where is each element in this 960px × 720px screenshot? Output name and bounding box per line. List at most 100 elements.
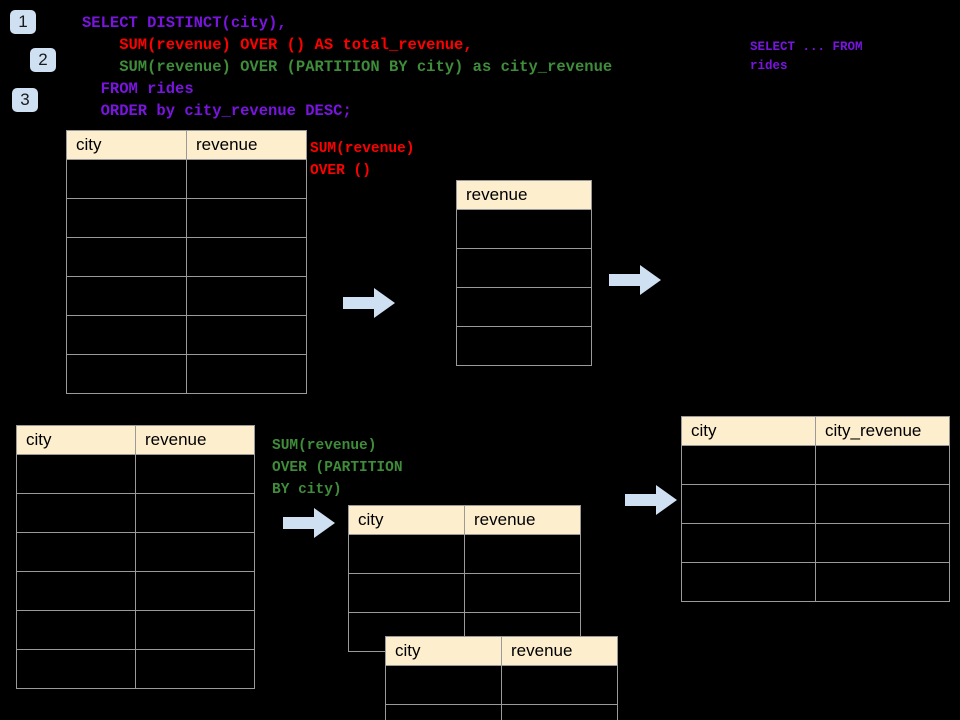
column-header-revenue: revenue — [456, 180, 592, 210]
cell-revenue — [186, 315, 307, 355]
table-row — [681, 562, 950, 602]
table-row — [16, 610, 255, 650]
arrow-total-revenue-to-result — [609, 265, 661, 295]
table-row — [66, 159, 307, 199]
table-row — [348, 573, 581, 613]
annotation-city-revenue-line3: BY city) — [272, 482, 342, 498]
cell-city-revenue — [815, 523, 950, 563]
table-row — [385, 665, 618, 705]
cell-city — [681, 562, 816, 602]
column-header-city-revenue: city_revenue — [815, 416, 950, 446]
step-badge-3: 3 — [12, 88, 38, 112]
cell-city — [385, 665, 502, 705]
arrow-rides-to-total-revenue — [343, 288, 395, 318]
column-header-revenue: revenue — [186, 130, 307, 160]
table-header-row: revenue — [456, 180, 592, 210]
table-header-row: city revenue — [66, 130, 307, 160]
cell-city — [348, 534, 465, 574]
cell-city — [66, 237, 187, 277]
column-header-city: city — [348, 505, 465, 535]
cell-revenue — [456, 209, 592, 249]
annotation-city-revenue-line2: OVER (PARTITION — [272, 460, 403, 476]
table-row — [66, 315, 307, 355]
table-row — [16, 532, 255, 572]
column-header-city: city — [385, 636, 502, 666]
side-note-select-from-line1: SELECT ... FROM — [750, 40, 863, 54]
table-row — [385, 704, 618, 720]
cell-revenue — [186, 237, 307, 277]
total-revenue-table: revenue — [456, 180, 592, 366]
sql-line-city-revenue: SUM(revenue) OVER (PARTITION BY city) as… — [82, 58, 613, 76]
side-note-select-from-line2: rides — [750, 59, 788, 73]
cell-revenue — [456, 326, 592, 366]
column-header-city: city — [66, 130, 187, 160]
annotation-city-revenue-line1: SUM(revenue) — [272, 438, 377, 454]
table-header-row: city revenue — [16, 425, 255, 455]
cell-revenue — [135, 493, 255, 533]
table-row — [66, 237, 307, 277]
table-header-row: city revenue — [385, 636, 618, 666]
rides-source-table-top: city revenue — [66, 130, 307, 394]
column-header-city: city — [16, 425, 136, 455]
table-row — [16, 571, 255, 611]
table-row — [66, 198, 307, 238]
cell-revenue — [186, 276, 307, 316]
cell-city — [681, 445, 816, 485]
cell-city — [16, 649, 136, 689]
step-badge-2: 2 — [30, 48, 56, 72]
cell-revenue — [464, 573, 581, 613]
sql-line-total-revenue: SUM(revenue) OVER () AS total_revenue, — [82, 36, 473, 54]
table-row — [456, 248, 592, 288]
table-row — [681, 445, 950, 485]
partition-group-table-back: city revenue — [348, 505, 581, 652]
cell-revenue — [456, 248, 592, 288]
cell-revenue — [186, 159, 307, 199]
cell-revenue — [135, 649, 255, 689]
table-row — [456, 326, 592, 366]
table-row — [348, 534, 581, 574]
cell-city — [681, 523, 816, 563]
cell-city — [66, 159, 187, 199]
table-row — [16, 454, 255, 494]
cell-city — [16, 454, 136, 494]
cell-city — [66, 354, 187, 394]
arrow-rides-to-partition — [283, 508, 335, 538]
cell-revenue — [135, 532, 255, 572]
cell-revenue — [456, 287, 592, 327]
cell-city — [66, 198, 187, 238]
cell-city-revenue — [815, 562, 950, 602]
table-header-row: city revenue — [348, 505, 581, 535]
cell-city — [66, 276, 187, 316]
cell-city-revenue — [815, 484, 950, 524]
cell-revenue — [501, 665, 618, 705]
cell-city — [348, 573, 465, 613]
column-header-revenue: revenue — [501, 636, 618, 666]
sql-line-from: FROM rides — [82, 80, 194, 98]
table-row — [681, 523, 950, 563]
cell-revenue — [186, 354, 307, 394]
table-row — [66, 354, 307, 394]
cell-city — [681, 484, 816, 524]
partition-group-table-front: city revenue — [385, 636, 618, 720]
table-row — [66, 276, 307, 316]
table-row — [681, 484, 950, 524]
table-row — [456, 209, 592, 249]
cell-revenue — [464, 534, 581, 574]
annotation-total-revenue-line1: SUM(revenue) — [310, 141, 415, 157]
table-row — [16, 649, 255, 689]
sql-line-order-by: ORDER by city_revenue DESC; — [82, 102, 352, 120]
cell-city — [16, 571, 136, 611]
column-header-revenue: revenue — [464, 505, 581, 535]
rides-source-table-bottom: city revenue — [16, 425, 255, 689]
cell-city-revenue — [815, 445, 950, 485]
column-header-revenue: revenue — [135, 425, 255, 455]
table-row — [456, 287, 592, 327]
arrow-partition-to-result — [625, 485, 677, 515]
cell-city — [385, 704, 502, 720]
cell-city — [66, 315, 187, 355]
cell-revenue — [135, 454, 255, 494]
column-header-city: city — [681, 416, 816, 446]
cell-revenue — [186, 198, 307, 238]
cell-city — [16, 532, 136, 572]
